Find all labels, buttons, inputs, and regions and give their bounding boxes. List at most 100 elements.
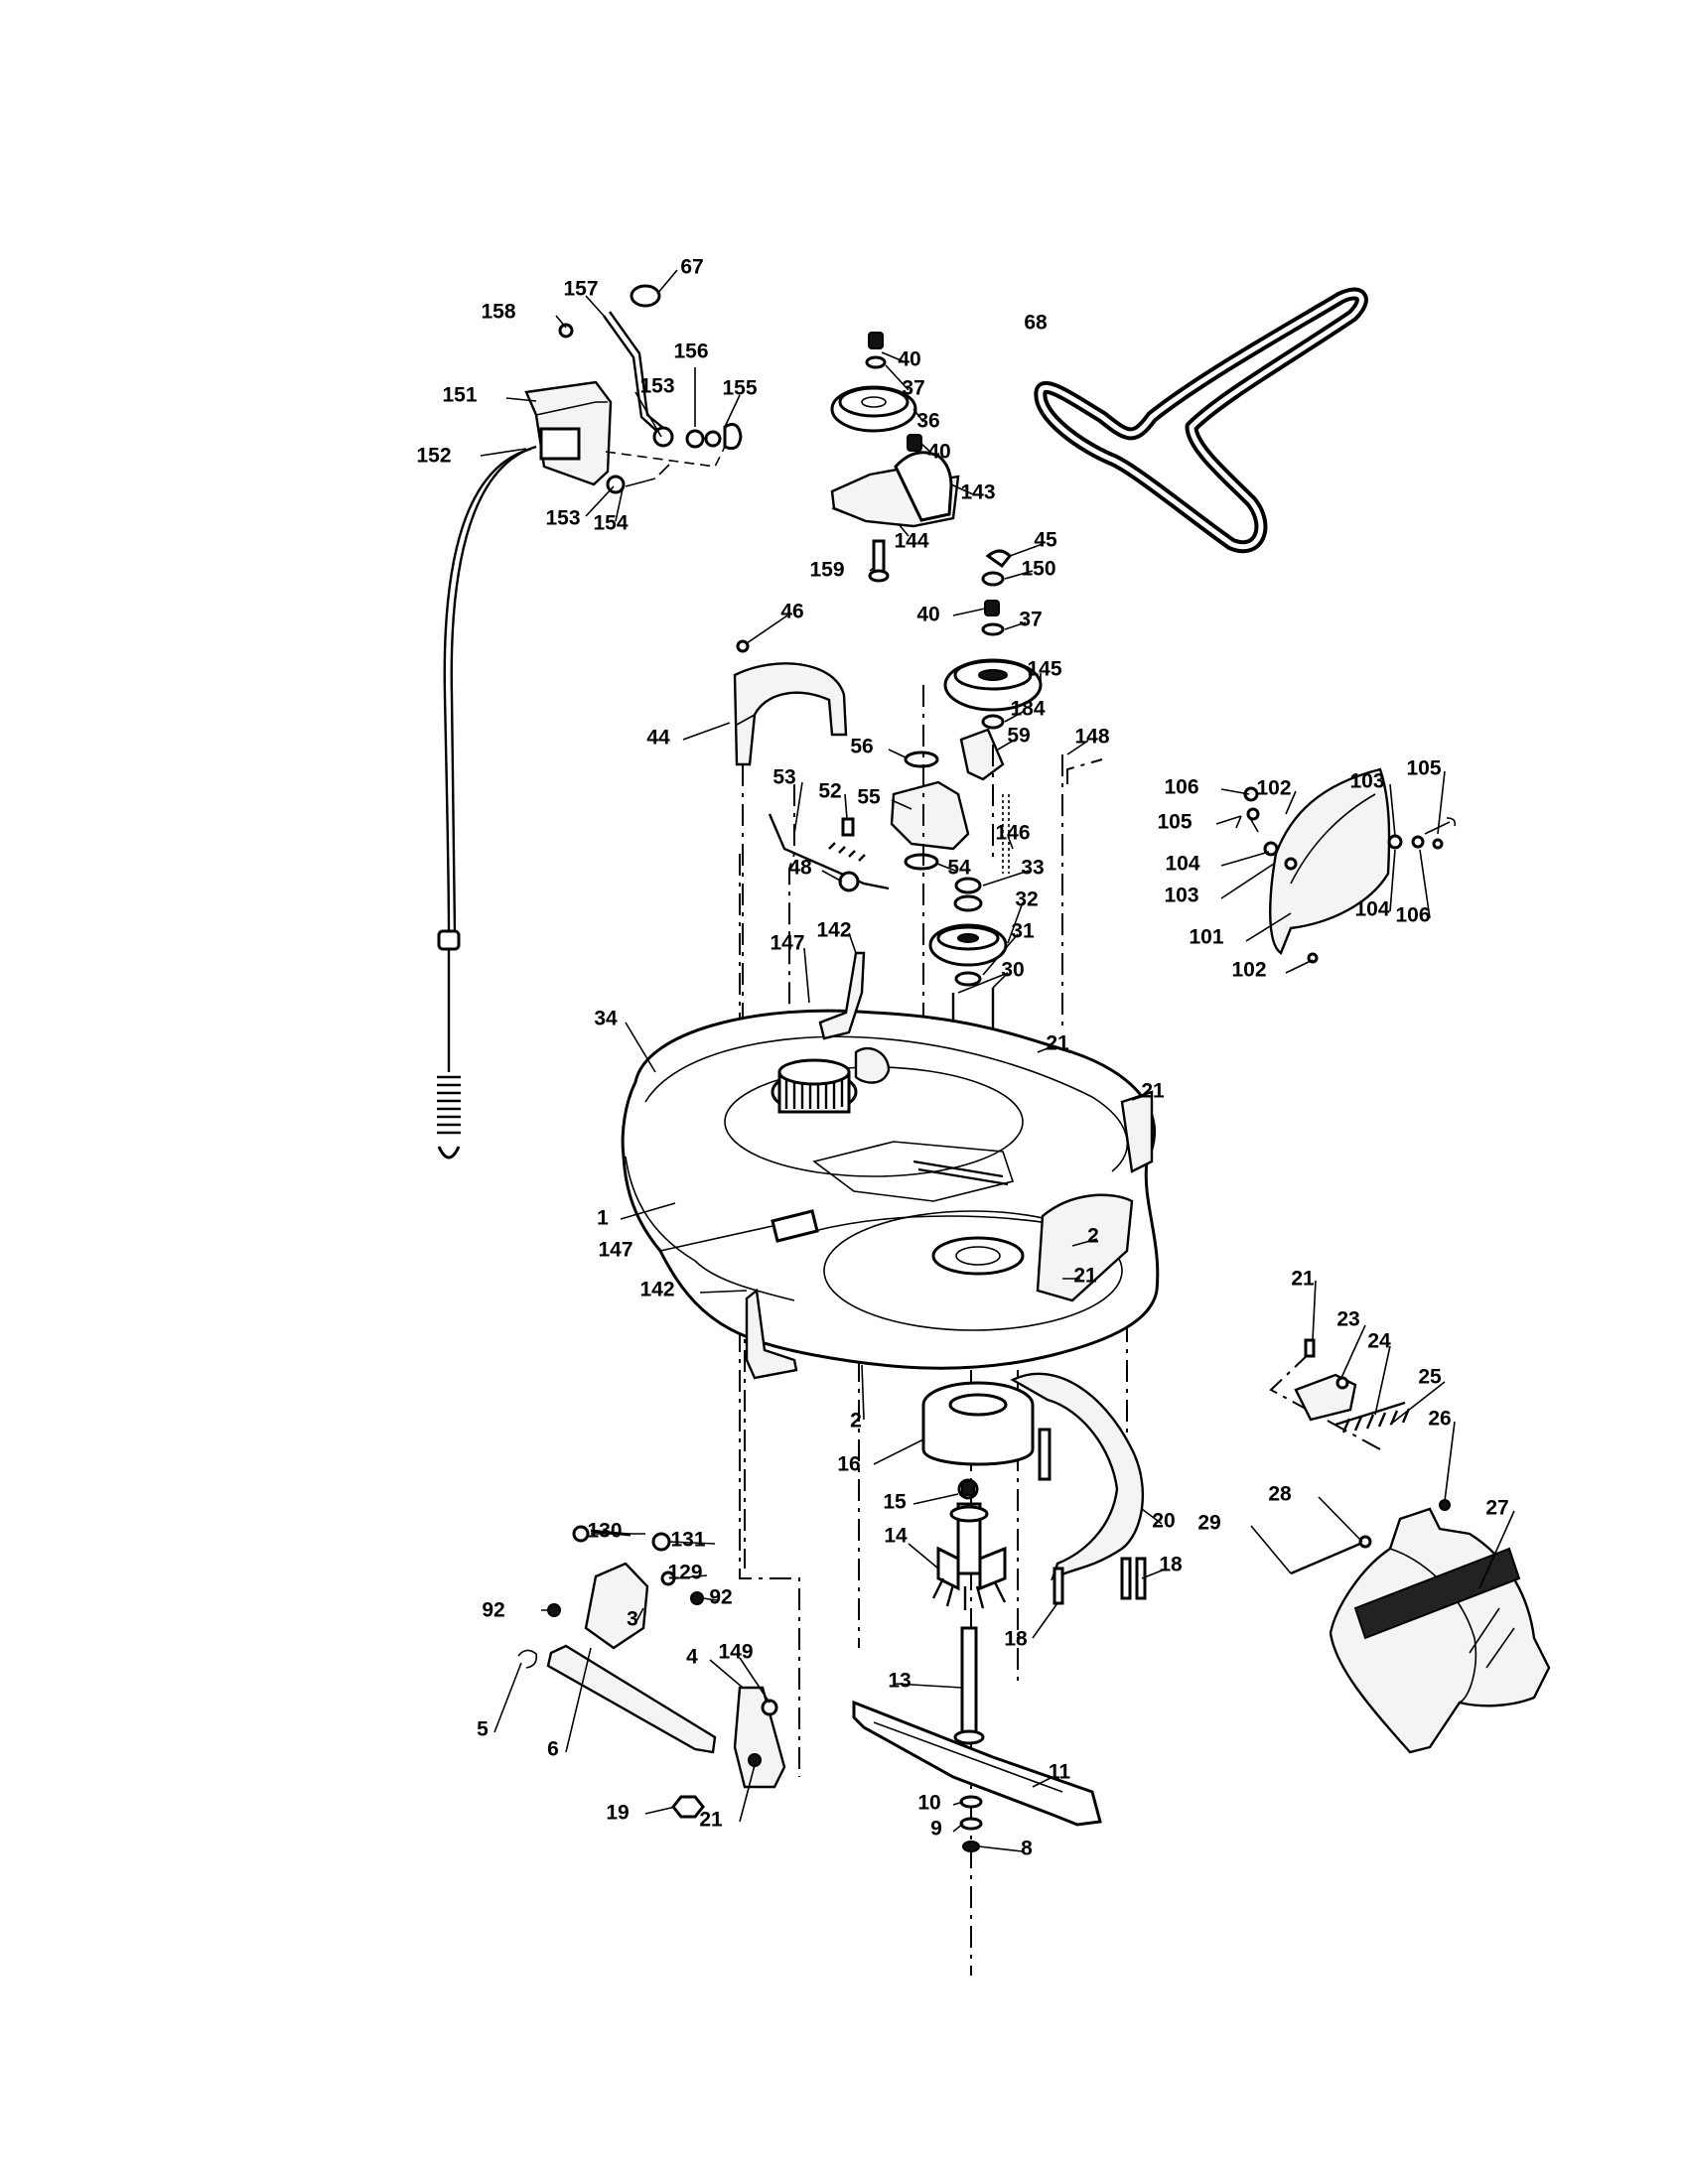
spindle-shaft-13 bbox=[960, 1626, 978, 1739]
chute-label-band bbox=[1353, 1547, 1521, 1640]
part-label-40: 40 bbox=[927, 441, 950, 464]
part-label-146: 146 bbox=[995, 822, 1030, 845]
part-label-153: 153 bbox=[545, 507, 580, 530]
part-label-4: 4 bbox=[686, 1646, 698, 1669]
part-label-106: 106 bbox=[1395, 904, 1430, 927]
part-label-48: 48 bbox=[788, 857, 812, 880]
control-lever bbox=[603, 315, 664, 438]
part-label-20: 20 bbox=[1152, 1510, 1175, 1533]
part-label-34: 34 bbox=[594, 1008, 618, 1030]
part-label-37: 37 bbox=[902, 377, 924, 400]
idler-arm-55 bbox=[890, 780, 970, 851]
part-label-155: 155 bbox=[722, 377, 757, 400]
part-label-142: 142 bbox=[816, 919, 851, 942]
part-label-104: 104 bbox=[1165, 853, 1199, 876]
idler-arm-assembly bbox=[768, 728, 1010, 894]
part-label-2: 2 bbox=[1087, 1225, 1099, 1248]
part-label-40: 40 bbox=[898, 348, 920, 371]
part-label-101: 101 bbox=[1189, 926, 1223, 949]
part-label-5: 5 bbox=[477, 1718, 489, 1741]
part-label-103: 103 bbox=[1349, 770, 1384, 793]
deck-bracket-lower bbox=[745, 951, 866, 1380]
part-label-147: 147 bbox=[598, 1239, 632, 1262]
part-label-6: 6 bbox=[547, 1738, 559, 1761]
label-leader-lines bbox=[480, 269, 1515, 1852]
part-label-27: 27 bbox=[1485, 1497, 1508, 1520]
idler-pulley-lower bbox=[943, 549, 1043, 730]
part-label-33: 33 bbox=[1021, 857, 1044, 880]
belt-guard-44 bbox=[733, 662, 848, 766]
part-label-25: 25 bbox=[1418, 1366, 1442, 1389]
drive-belt bbox=[1034, 287, 1368, 554]
part-label-24: 24 bbox=[1367, 1330, 1391, 1353]
part-label-67: 67 bbox=[680, 256, 703, 279]
part-label-14: 14 bbox=[884, 1525, 908, 1548]
part-label-158: 158 bbox=[481, 301, 515, 324]
part-label-29: 29 bbox=[1197, 1512, 1220, 1535]
part-label-92: 92 bbox=[709, 1586, 732, 1609]
part-label-37: 37 bbox=[1019, 609, 1042, 631]
part-label-2: 2 bbox=[850, 1410, 862, 1433]
part-label-153: 153 bbox=[639, 375, 674, 398]
deck-shell bbox=[621, 1009, 1160, 1370]
belt-guard bbox=[733, 639, 848, 766]
part-label-56: 56 bbox=[850, 736, 873, 758]
part-label-54: 54 bbox=[947, 857, 971, 880]
part-label-102: 102 bbox=[1256, 777, 1291, 800]
part-label-15: 15 bbox=[883, 1491, 907, 1514]
deck-hanger-4 bbox=[733, 1686, 786, 1789]
part-label-40: 40 bbox=[916, 604, 939, 626]
part-label-10: 10 bbox=[917, 1792, 940, 1815]
part-label-144: 144 bbox=[894, 530, 928, 553]
mower-deck-housing bbox=[621, 1009, 1160, 1370]
baffle-101 bbox=[1269, 767, 1391, 955]
part-label-19: 19 bbox=[606, 1802, 629, 1825]
part-label-11: 11 bbox=[1049, 1761, 1071, 1784]
part-label-21: 21 bbox=[1073, 1265, 1097, 1288]
part-label-104: 104 bbox=[1354, 898, 1389, 921]
part-label-105: 105 bbox=[1406, 757, 1441, 780]
part-label-13: 13 bbox=[888, 1670, 911, 1693]
part-label-46: 46 bbox=[780, 601, 803, 623]
part-label-21: 21 bbox=[1141, 1080, 1165, 1103]
part-label-31: 31 bbox=[1011, 920, 1035, 943]
part-label-26: 26 bbox=[1428, 1408, 1451, 1431]
part-label-152: 152 bbox=[416, 445, 451, 468]
part-label-21: 21 bbox=[1291, 1268, 1315, 1291]
lever-knob bbox=[630, 284, 661, 308]
control-cable-assembly bbox=[437, 284, 743, 1160]
part-label-159: 159 bbox=[809, 559, 844, 582]
part-label-8: 8 bbox=[1021, 1838, 1033, 1860]
part-label-28: 28 bbox=[1268, 1483, 1292, 1506]
part-label-130: 130 bbox=[587, 1520, 622, 1543]
part-label-151: 151 bbox=[442, 384, 477, 407]
mandrel-arm-20 bbox=[1010, 1372, 1145, 1581]
part-label-142: 142 bbox=[639, 1279, 674, 1301]
deck-chute-opening bbox=[1036, 1193, 1134, 1302]
part-label-36: 36 bbox=[916, 410, 939, 433]
part-label-184: 184 bbox=[1010, 698, 1045, 721]
part-label-149: 149 bbox=[718, 1641, 753, 1664]
part-label-21: 21 bbox=[1046, 1032, 1069, 1055]
part-label-148: 148 bbox=[1074, 726, 1109, 749]
control-cable bbox=[443, 447, 532, 934]
cable-spring bbox=[437, 1075, 461, 1135]
rear-baffle-assembly bbox=[1235, 767, 1457, 964]
part-label-44: 44 bbox=[646, 727, 670, 750]
part-label-55: 55 bbox=[857, 786, 881, 809]
part-label-68: 68 bbox=[1024, 312, 1048, 335]
part-label-154: 154 bbox=[593, 512, 628, 535]
part-label-147: 147 bbox=[770, 932, 804, 955]
part-label-103: 103 bbox=[1164, 885, 1198, 907]
blade-11 bbox=[852, 1700, 1102, 1827]
part-label-18: 18 bbox=[1159, 1554, 1183, 1576]
cable-ferrule bbox=[437, 929, 461, 951]
part-label-45: 45 bbox=[1034, 529, 1057, 552]
lift-bracket-3 bbox=[584, 1562, 649, 1650]
part-label-1: 1 bbox=[597, 1207, 609, 1230]
part-label-9: 9 bbox=[930, 1818, 942, 1841]
part-label-143: 143 bbox=[960, 481, 995, 504]
part-label-102: 102 bbox=[1231, 959, 1266, 982]
